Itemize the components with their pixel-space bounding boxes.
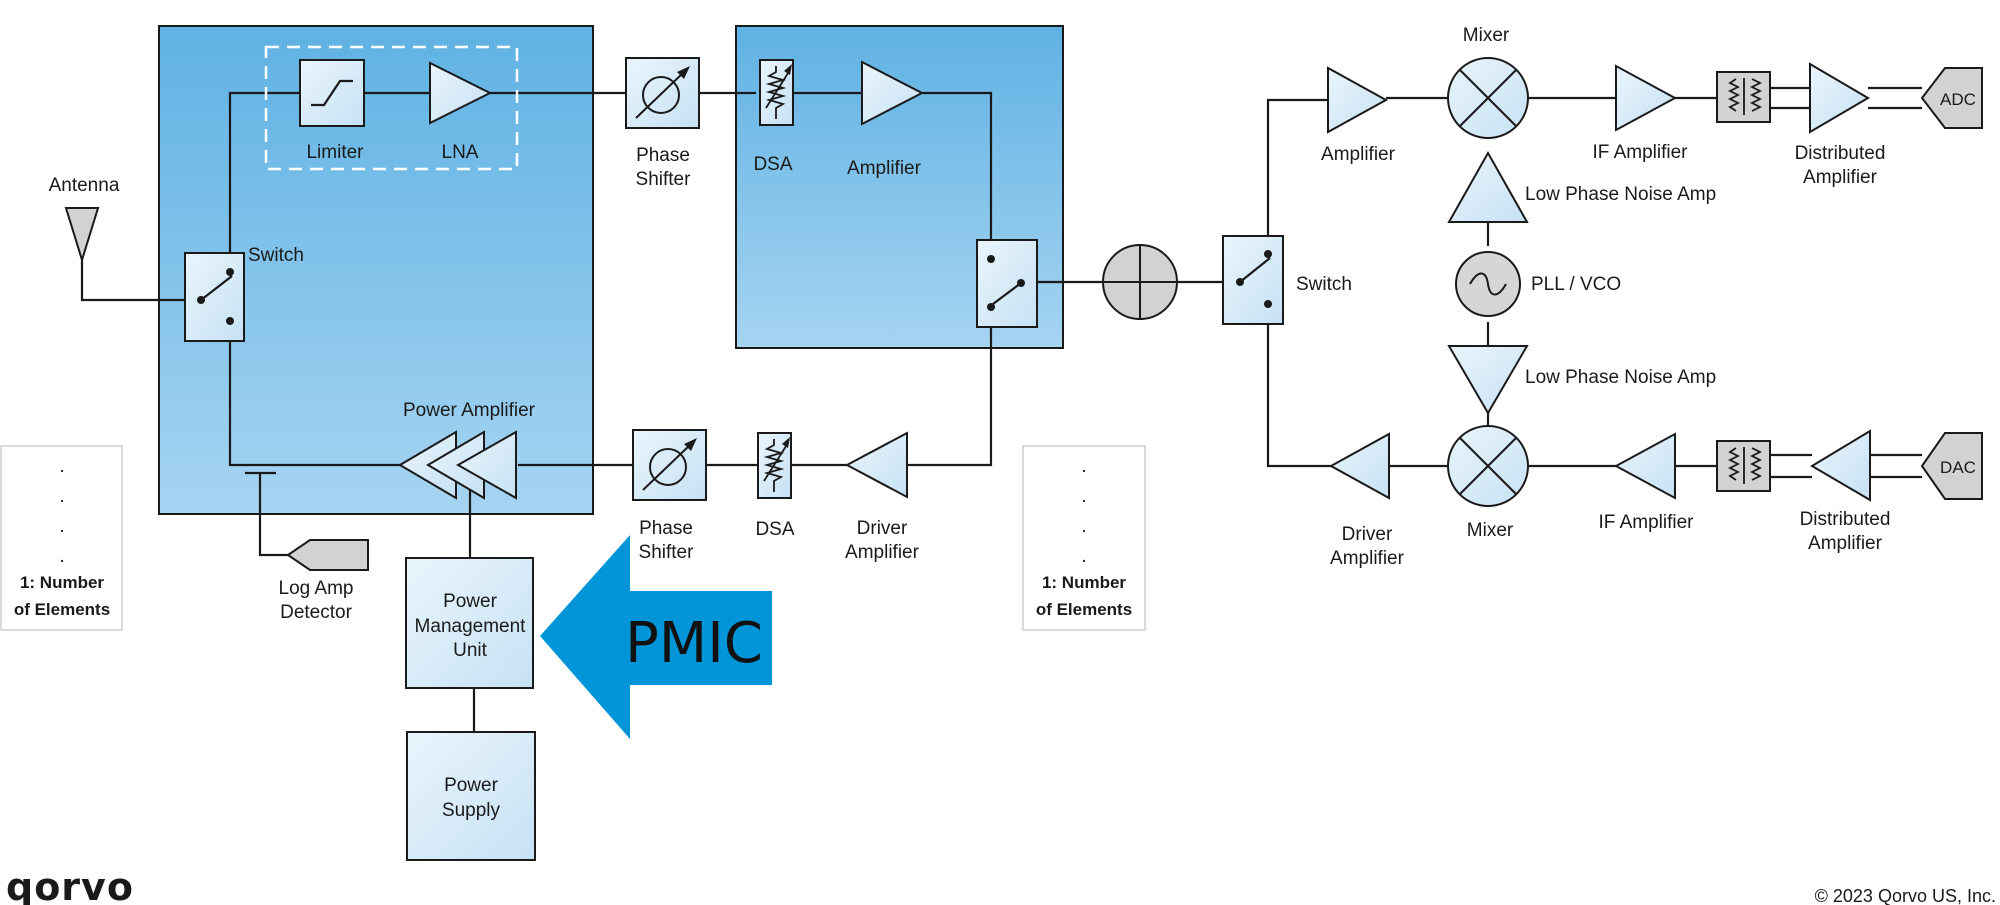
svg-text:.: . xyxy=(59,456,64,477)
elements-left-label-1: 1: Number xyxy=(20,573,104,592)
elements-box-left: . . . . 1: Number of Elements xyxy=(0,445,123,631)
dac-label: DAC xyxy=(1940,458,1976,477)
copyright-text: © 2023 Qorvo US, Inc. xyxy=(1815,886,1996,905)
tx-distributed-amplifier-label-1: Distributed xyxy=(1800,509,1891,530)
driver-amplifier-bottom-icon xyxy=(844,431,908,499)
power-amplifier-icon xyxy=(398,430,517,500)
log-amp-label-2: Detector xyxy=(280,602,352,623)
svg-text:.: . xyxy=(59,486,64,507)
lna-label: LNA xyxy=(442,142,479,163)
driver-amplifier-bottom-label-1: Driver xyxy=(857,518,908,539)
log-amp-label-1: Log Amp xyxy=(279,578,354,599)
lo-amp-top-icon xyxy=(1447,150,1529,223)
power-supply-label-2: Supply xyxy=(442,800,501,821)
phase-shifter-top-label-1: Phase xyxy=(636,145,690,166)
tx-mixer-icon xyxy=(1447,425,1529,507)
amplifier-label: Amplifier xyxy=(847,158,922,179)
antenna-label: Antenna xyxy=(49,175,120,196)
lna-icon xyxy=(429,61,493,125)
rx-amplifier-label: Amplifier xyxy=(1321,144,1396,165)
rx-if-amplifier-label: IF Amplifier xyxy=(1592,142,1688,163)
elements-middle-label-1: 1: Number xyxy=(1042,573,1126,592)
pmic-arrow xyxy=(540,535,772,739)
dsa-top-label: DSA xyxy=(753,154,792,175)
dsa-bottom-icon xyxy=(757,432,792,499)
phase-shifter-bottom-icon xyxy=(632,429,707,501)
tx-distributed-amplifier-icon xyxy=(1810,429,1871,502)
tx-if-amplifier-icon xyxy=(1613,432,1676,500)
adc-label: ADC xyxy=(1940,90,1976,109)
tx-if-amplifier-label: IF Amplifier xyxy=(1598,512,1694,533)
rx-distributed-amplifier-icon xyxy=(1809,62,1870,134)
lo-amp-top-label: Low Phase Noise Amp xyxy=(1525,184,1716,205)
signal-wires-left xyxy=(80,91,1223,732)
elements-box-middle: . . . . 1: Number of Elements xyxy=(1022,445,1146,631)
tr-switch-left xyxy=(184,252,245,342)
limiter-lna-group xyxy=(264,45,519,171)
elements-middle-label-2: of Elements xyxy=(1036,600,1132,619)
rx-if-amplifier-icon xyxy=(1615,64,1678,132)
tr-switch-beamformer xyxy=(976,239,1038,328)
rx-filter-icon xyxy=(1716,71,1771,123)
phase-shifter-bottom-label-1: Phase xyxy=(639,518,693,539)
pll-vco-icon xyxy=(1455,251,1521,317)
tx-driver-amplifier-label-2: Amplifier xyxy=(1330,548,1405,569)
lo-amp-bottom-icon xyxy=(1447,345,1529,415)
svg-text:.: . xyxy=(1081,546,1086,567)
rx-mixer-label: Mixer xyxy=(1463,25,1510,46)
pmu-label-2: Management xyxy=(415,616,527,637)
rx-mixer-icon xyxy=(1447,57,1529,139)
dac-block xyxy=(1920,432,1983,500)
driver-amplifier-bottom-label-2: Amplifier xyxy=(845,542,920,563)
amplifier-icon xyxy=(861,60,925,126)
svg-text:.: . xyxy=(1081,486,1086,507)
tx-driver-amplifier-icon xyxy=(1328,432,1390,500)
signal-wires-right xyxy=(1266,86,1922,479)
elements-left-label-2: of Elements xyxy=(14,600,110,619)
power-amplifier-label: Power Amplifier xyxy=(403,400,536,421)
pll-vco-label: PLL / VCO xyxy=(1531,274,1621,295)
pmic-label: PMIC xyxy=(625,611,763,676)
limiter-label: Limiter xyxy=(306,142,364,163)
dsa-top-icon xyxy=(759,59,794,126)
switch-right-label: Switch xyxy=(1296,274,1352,295)
antenna-icon xyxy=(64,207,100,264)
rx-distributed-amplifier-label-2: Amplifier xyxy=(1803,167,1878,188)
svg-text:.: . xyxy=(1081,456,1086,477)
adc-block xyxy=(1920,67,1983,129)
tr-switch-right xyxy=(1222,235,1284,325)
combiner-icon xyxy=(1102,244,1178,320)
rx-distributed-amplifier-label-1: Distributed xyxy=(1795,143,1886,164)
svg-text:.: . xyxy=(59,546,64,567)
dsa-bottom-label: DSA xyxy=(755,519,794,540)
pmu-label-3: Unit xyxy=(453,640,488,661)
phase-shifter-top-label-2: Shifter xyxy=(636,169,692,190)
tx-distributed-amplifier-label-2: Amplifier xyxy=(1808,533,1883,554)
power-supply-label-1: Power xyxy=(444,775,499,796)
power-supply-block xyxy=(406,731,536,861)
log-amp-detector-icon xyxy=(286,539,369,571)
svg-text:.: . xyxy=(1081,516,1086,537)
switch-left-label: Switch xyxy=(248,245,304,266)
rx-amplifier-icon xyxy=(1327,66,1389,134)
qorvo-logo: qorvo xyxy=(6,865,134,905)
tx-filter-icon xyxy=(1716,440,1771,492)
phase-shifter-top-icon xyxy=(625,57,700,129)
tx-mixer-label: Mixer xyxy=(1467,520,1514,541)
phase-shifter-bottom-label-2: Shifter xyxy=(639,542,695,563)
power-management-unit-block xyxy=(405,557,534,689)
svg-text:.: . xyxy=(59,516,64,537)
pmu-label-1: Power xyxy=(443,591,498,612)
lo-amp-bottom-label: Low Phase Noise Amp xyxy=(1525,367,1716,388)
limiter-icon xyxy=(299,59,365,127)
tx-driver-amplifier-label-1: Driver xyxy=(1342,524,1393,545)
